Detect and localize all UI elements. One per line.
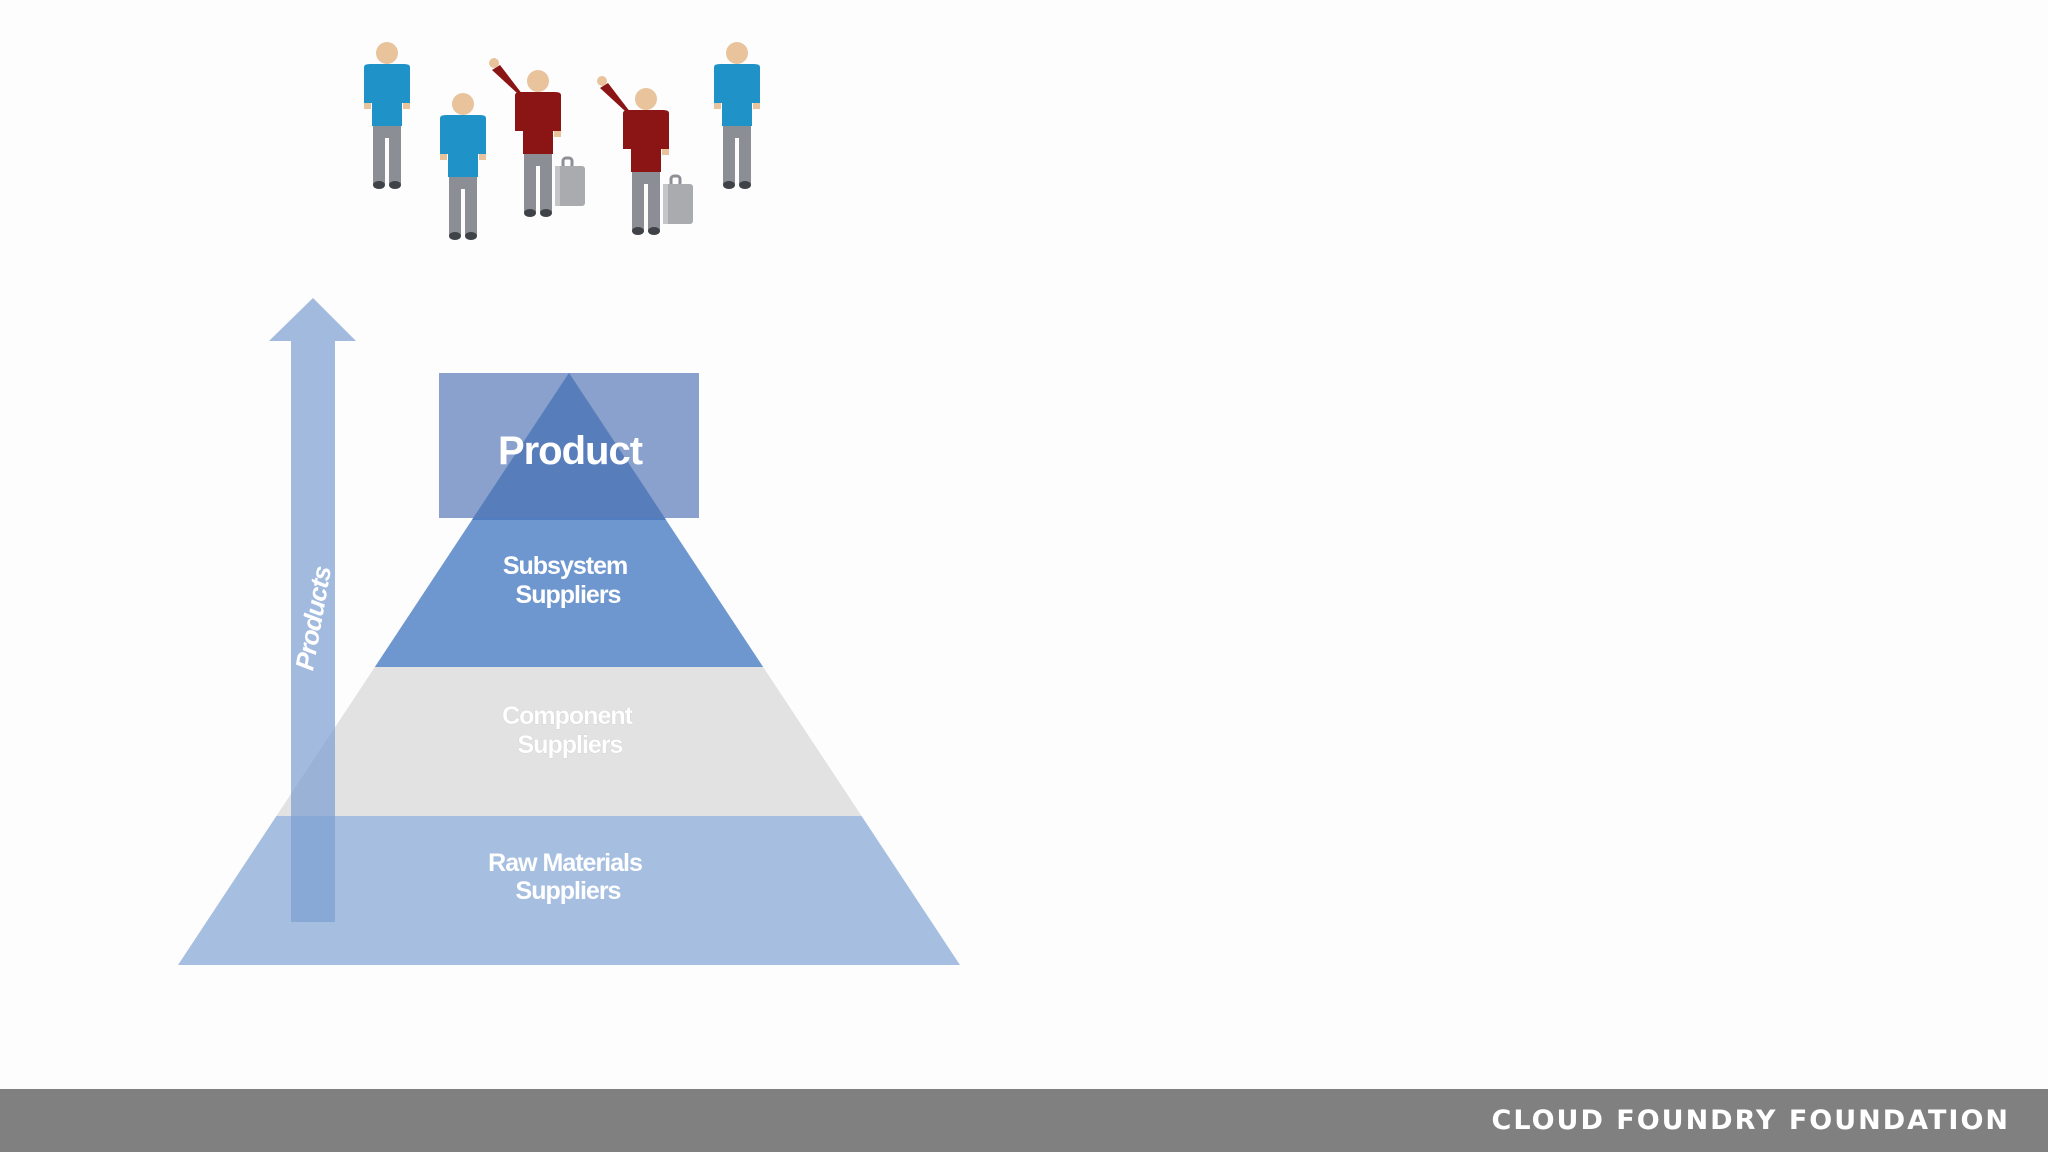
product-box bbox=[439, 373, 699, 518]
waving-traveler-icon bbox=[487, 56, 587, 219]
person-icon bbox=[440, 93, 486, 240]
products-arrow bbox=[269, 298, 356, 922]
raw-materials-suppliers-label: Raw Materials Suppliers bbox=[488, 849, 648, 905]
subsystem-suppliers-label: Subsystem Suppliers bbox=[503, 552, 633, 609]
product-label: Product bbox=[498, 429, 643, 473]
people-illustration bbox=[364, 42, 760, 240]
footer-brand-logo: CLOUD FOUNDRY FOUNDATION bbox=[1491, 1105, 2010, 1136]
waving-traveler-icon bbox=[595, 74, 695, 237]
person-icon bbox=[714, 42, 760, 189]
footer-bar bbox=[0, 1089, 2048, 1152]
person-icon bbox=[364, 42, 410, 189]
supply-chain-pyramid-diagram: Product Subsystem Suppliers Component Su… bbox=[178, 42, 960, 968]
component-suppliers-label: Component Suppliers bbox=[502, 702, 638, 759]
